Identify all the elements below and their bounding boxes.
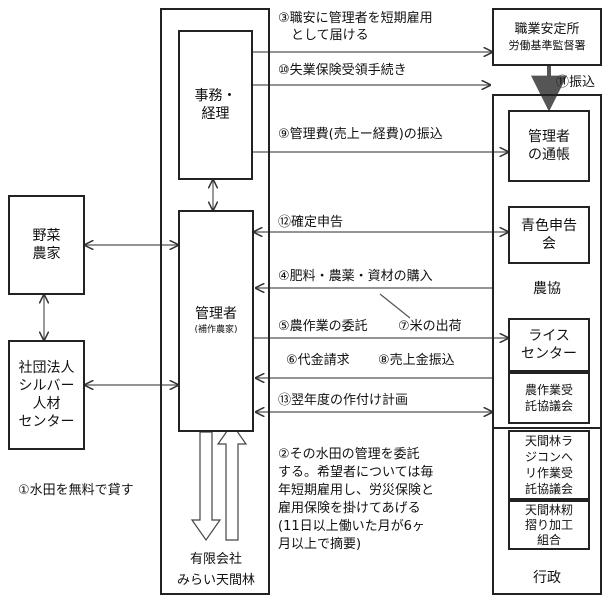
node-momisuri-label: 天間林籾 摺り加工 組合: [524, 502, 573, 547]
label-12: ⑫確定申告: [278, 215, 344, 230]
label-11: ⑪振込: [556, 75, 596, 90]
node-kanrisha-sub: (補作農家): [194, 325, 238, 335]
node-silver: 社団法人 シルバー 人材 センター: [8, 340, 85, 450]
label-4: ④肥料・農薬・資材の購入: [278, 269, 433, 284]
label-10: ⑩失業保険受領手続き: [278, 63, 407, 78]
node-yasai: 野菜 農家: [8, 195, 85, 295]
right-frame: [492, 94, 602, 595]
node-company-label: 有限会社 みらい天間林: [176, 552, 255, 588]
central-frame: [160, 8, 270, 595]
node-yasai-label: 野菜 農家: [32, 228, 61, 262]
node-silver-label: 社団法人 シルバー 人材 センター: [18, 360, 75, 430]
node-shokuan-label: 職業安定所: [514, 22, 580, 37]
node-jimu: 事務・ 経理: [178, 30, 253, 180]
right-frame-divider: [492, 427, 602, 429]
node-jutaku-label: 農作業受 託協議会: [524, 383, 573, 413]
node-company: 有限会社 みらい天間林: [170, 548, 262, 590]
node-momisuri: 天間林籾 摺り加工 組合: [508, 500, 590, 550]
edge-company-to-kanrisha: [216, 422, 248, 541]
label-6: ⑥代金請求: [286, 353, 350, 368]
node-gyosei: 行政: [492, 567, 602, 587]
node-rice: ライス センター: [508, 318, 590, 372]
node-shokuan-sub: 労働基準監督署: [508, 39, 586, 52]
label-5: ⑤農作業の委託: [278, 319, 368, 334]
node-radicon-label: 天間林ラ ジコンへ リ作業受 託協議会: [524, 434, 573, 496]
node-kanrisha-label: 管理者: [195, 306, 237, 322]
node-tsucho: 管理者 の通帳: [508, 110, 590, 182]
label-7: ⑦米の出荷: [398, 319, 462, 334]
node-rice-label: ライス センター: [521, 328, 577, 362]
edge-kanrisha-to-company: [190, 431, 222, 542]
label-8: ⑧売上金振込: [378, 353, 455, 368]
node-tsucho-label: 管理者 の通帳: [528, 129, 570, 163]
edge-7: [379, 293, 411, 319]
label-1: ①水田を無料で貸す: [18, 483, 134, 498]
node-radicon: 天間林ラ ジコンへ リ作業受 託協議会: [508, 430, 590, 500]
node-gyosei-label: 行政: [533, 570, 561, 586]
label-2: ②その水田の管理を委託 する。希望者については毎 年短期雇用し、労災保険と 雇用…: [278, 447, 435, 552]
node-jimu-label: 事務・ 経理: [194, 88, 237, 122]
node-kanrisha: 管理者 (補作農家): [178, 210, 254, 432]
node-aoiro-label: 青色申告 会: [521, 218, 577, 252]
node-shokuan: 職業安定所 労働基準監督署: [492, 8, 602, 66]
label-3: ③職安に管理者を短期雇用 として届ける: [278, 11, 433, 43]
node-jutaku: 農作業受 託協議会: [508, 372, 590, 424]
node-nokyo: 農協: [492, 278, 602, 298]
label-13: ⑬翌年度の作付け計画: [278, 393, 409, 408]
label-9: ⑨管理費(売上ー経費)の振込: [278, 127, 443, 142]
node-nokyo-label: 農協: [533, 281, 561, 297]
node-aoiro: 青色申告 会: [508, 206, 590, 264]
